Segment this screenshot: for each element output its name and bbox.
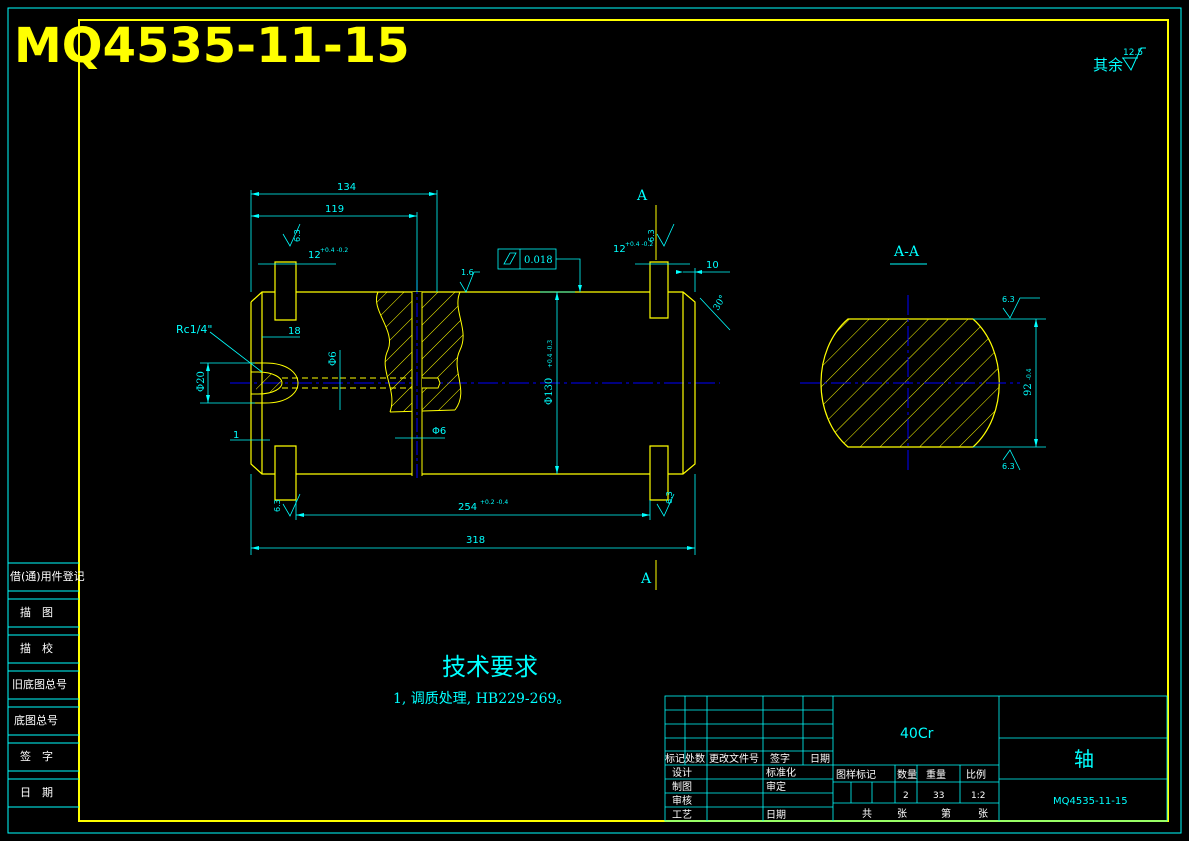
strip-old-base: 旧底图总号 bbox=[12, 677, 67, 691]
dim-dia6-bottom: Φ6 bbox=[432, 426, 446, 437]
tolerance-frame: 0.018 bbox=[497, 248, 582, 292]
dim-1: 1 bbox=[233, 430, 239, 441]
thread-hatch bbox=[256, 374, 282, 392]
dim-119: 119 bbox=[325, 204, 344, 215]
outer-frame bbox=[7, 7, 1182, 834]
tb-std: 标准化 bbox=[766, 766, 796, 779]
dim-18: 18 bbox=[288, 326, 301, 337]
tb-check: 审核 bbox=[672, 794, 692, 807]
tb-part-name: 轴 bbox=[1074, 747, 1094, 771]
tb-qty-value: 2 bbox=[903, 791, 909, 801]
tech-note-1: 1, 调质处理, HB229-269。 bbox=[393, 691, 570, 707]
strip-signature: 签 字 bbox=[20, 749, 53, 763]
tech-heading: 技术要求 bbox=[442, 653, 538, 681]
dim-dia130: Φ130 bbox=[544, 378, 555, 405]
tb-sheet-label: 张 bbox=[897, 808, 907, 820]
cylindricity-icon bbox=[503, 252, 517, 265]
roughness-6-3-b: 6.3 bbox=[647, 229, 656, 242]
dim-92-tol: -0.4 bbox=[1026, 368, 1033, 380]
drawing-number-title: MQ4535-11-15 bbox=[14, 18, 410, 74]
tb-weight-value: 33 bbox=[933, 791, 944, 801]
tb-rev-mark: 标记 bbox=[665, 753, 685, 765]
tb-qty-label: 数量 bbox=[897, 768, 917, 781]
dim-12-right: 12 bbox=[613, 244, 626, 255]
tb-rev-date: 日期 bbox=[810, 753, 830, 765]
tb-rev-doc: 更改文件号 bbox=[709, 752, 759, 765]
dim-254: 254 bbox=[458, 502, 477, 513]
tb-review: 审定 bbox=[766, 780, 786, 793]
dim-dia6-top: Φ6 bbox=[328, 351, 339, 366]
tb-rev-sign: 签字 bbox=[770, 752, 790, 765]
left-register-strip bbox=[8, 562, 79, 808]
section-view-label: A-A bbox=[893, 244, 920, 260]
section-view: A-A 92 -0.4 bbox=[800, 244, 1046, 472]
tb-rev-count: 处数 bbox=[685, 752, 705, 765]
dim-12-right-tol: +0.4 -0.2 bbox=[625, 241, 653, 248]
tb-page-label: 第 bbox=[941, 807, 951, 820]
roughness-rest-value: 12.5 bbox=[1123, 48, 1143, 58]
tb-design: 设计 bbox=[672, 766, 692, 779]
roughness-rest-label: 其余 bbox=[1093, 56, 1123, 74]
roughness-6-3-e: 6.3 bbox=[1002, 295, 1015, 304]
dim-10: 10 bbox=[706, 260, 719, 271]
tb-page-sheet-label: 张 bbox=[978, 808, 988, 820]
tb-scale-value: 1:2 bbox=[971, 791, 985, 801]
tb-process: 工艺 bbox=[672, 809, 692, 821]
dim-254-tol: +0.2 -0.4 bbox=[480, 499, 508, 506]
strip-trace: 描 图 bbox=[20, 605, 53, 619]
strip-borrow: 借(通)用件登记 bbox=[10, 569, 85, 583]
dim-134: 134 bbox=[337, 182, 356, 193]
tb-stage-label: 图样标记 bbox=[836, 768, 876, 781]
title-block bbox=[664, 695, 1168, 822]
section-mark-top: A bbox=[636, 188, 648, 204]
roughness-symbol-icon bbox=[1122, 47, 1146, 72]
tb-date: 日期 bbox=[766, 809, 786, 821]
roughness-6-3-f: 6.3 bbox=[1002, 462, 1015, 471]
roughness-6-3-d: 6.3 bbox=[665, 491, 674, 504]
thread-label: Rc1/4" bbox=[176, 323, 212, 336]
dim-12-left: 12 bbox=[308, 250, 321, 261]
tb-total-label: 共 bbox=[862, 808, 872, 820]
roughness-6-3-a: 6.3 bbox=[293, 229, 302, 242]
dim-dia130-tol: +0.4 -0.3 bbox=[547, 340, 554, 368]
tb-drawing-no: MQ4535-11-15 bbox=[1053, 796, 1128, 807]
dimension-lines bbox=[200, 190, 731, 555]
dim-12-left-tol: +0.4 -0.2 bbox=[320, 247, 348, 254]
tb-material: 40Cr bbox=[900, 726, 934, 742]
dim-318: 318 bbox=[466, 535, 485, 546]
roughness-symbols bbox=[282, 223, 1040, 517]
tb-draw: 制图 bbox=[672, 780, 692, 793]
roughness-6-3-c: 6.3 bbox=[273, 499, 282, 512]
section-mark-bottom: A bbox=[640, 571, 652, 587]
roughness-1-6: 1.6 bbox=[461, 268, 474, 277]
tb-scale-label: 比例 bbox=[966, 768, 986, 781]
strip-trace-check: 描 校 bbox=[20, 641, 53, 655]
inner-border bbox=[78, 19, 1169, 822]
dim-dia20: Φ20 bbox=[196, 371, 207, 392]
strip-date: 日 期 bbox=[20, 786, 53, 799]
dim-chamfer: 30° bbox=[712, 294, 729, 313]
tolerance-value: 0.018 bbox=[524, 255, 553, 266]
dim-92: 92 bbox=[1023, 383, 1034, 396]
tb-weight-label: 重量 bbox=[926, 768, 946, 781]
strip-base-no: 底图总号 bbox=[14, 713, 58, 727]
main-view: A A bbox=[230, 188, 720, 590]
